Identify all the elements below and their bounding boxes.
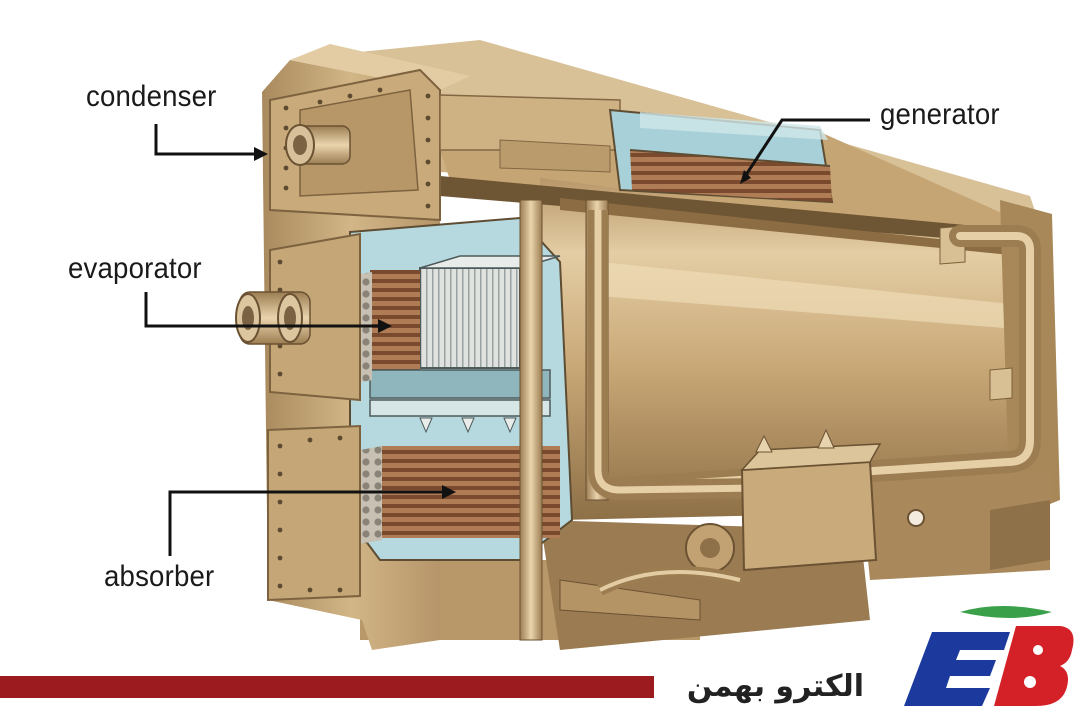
generator-label: generator xyxy=(880,98,1000,132)
brand-bar xyxy=(0,676,654,698)
absorber-label: absorber xyxy=(104,560,214,594)
condenser-label: condenser xyxy=(86,80,217,114)
brand-name: الکترو بهمن xyxy=(654,664,864,710)
evaporator-label: evaporator xyxy=(68,252,202,286)
